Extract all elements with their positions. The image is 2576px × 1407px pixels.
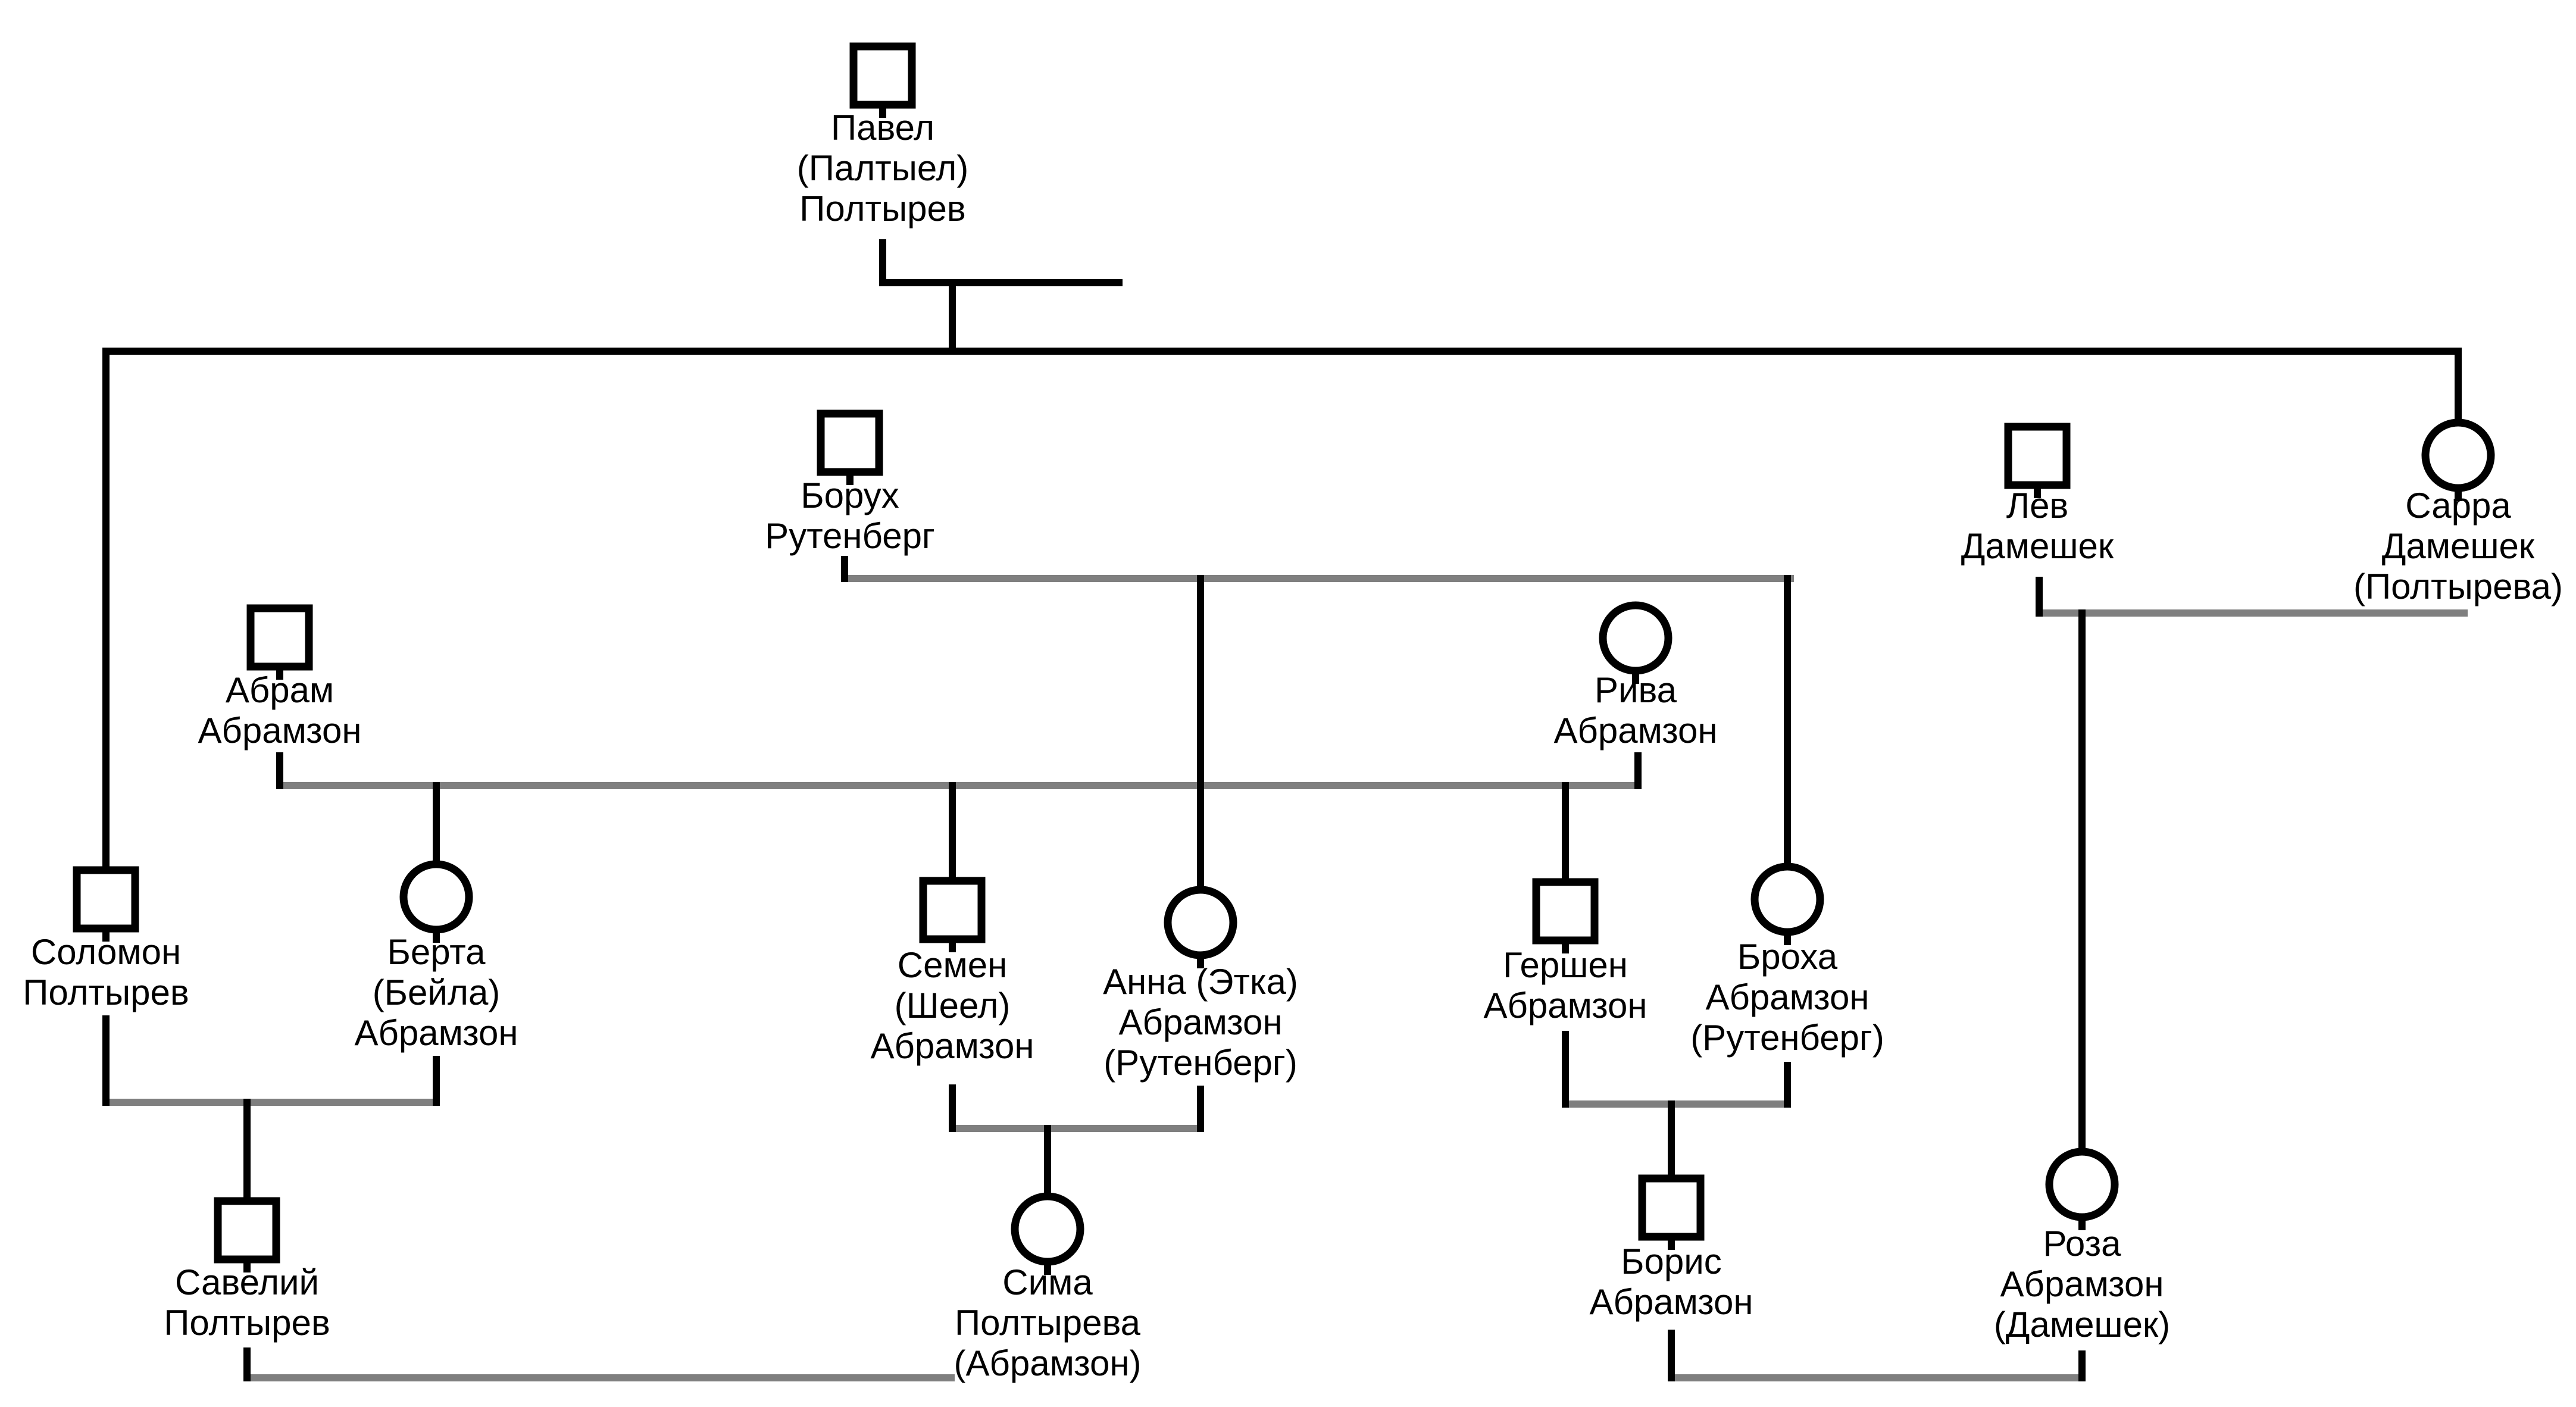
person-name-line: Полтырев xyxy=(23,973,189,1012)
person-name-line: Рива xyxy=(1595,670,1677,710)
person-name-line: Семен xyxy=(898,945,1007,985)
person-name-line: Берта xyxy=(387,932,486,972)
person-name-line: Лев xyxy=(2006,486,2069,526)
people: Павел(Палтыел)ПолтыревСоломонПолтыревСар… xyxy=(23,42,2563,1383)
female-circle-icon xyxy=(1599,601,1672,675)
male-square-icon xyxy=(919,877,986,943)
female-circle-icon xyxy=(2045,1148,2119,1221)
person-name-line: (Рутенберг) xyxy=(1103,1043,1298,1083)
male-square-icon xyxy=(849,42,916,109)
union-lines xyxy=(102,575,2468,1381)
male-square-icon xyxy=(1638,1174,1705,1241)
person-name-line: Савелий xyxy=(175,1262,319,1302)
person-name-line: Абрамзон xyxy=(1118,1002,1282,1042)
person-semen: Семен(Шеел)Абрамзон xyxy=(870,877,1034,1066)
person-berta: Берта(Бейла)Абрамзон xyxy=(354,860,518,1053)
person-name-line: Броха xyxy=(1737,937,1838,977)
person-name-line: Абрамзон xyxy=(1705,977,1869,1017)
person-name-line: Абрамзон xyxy=(198,711,361,751)
person-name-line: Полтырев xyxy=(164,1303,330,1343)
male-square-icon xyxy=(2004,423,2071,489)
person-name-line: Соломон xyxy=(31,932,181,972)
person-name-line: Павел xyxy=(831,108,934,148)
female-circle-icon xyxy=(1011,1192,1084,1266)
person-name-line: Полтырева xyxy=(955,1303,1141,1343)
person-name-line: (Полтырева) xyxy=(2353,567,2563,606)
person-name-line: (Бейла) xyxy=(373,973,501,1012)
male-square-icon xyxy=(214,1197,280,1264)
person-name-line: Абрамзон xyxy=(354,1013,518,1053)
person-name-line: Борис xyxy=(1621,1242,1722,1281)
person-pavel: Павел(Палтыел)Полтырев xyxy=(797,42,968,229)
person-name-line: (Палтыел) xyxy=(797,148,968,188)
person-name-line: (Шеел) xyxy=(895,986,1011,1025)
female-circle-icon xyxy=(1164,886,1237,959)
person-name-line: Абрамзон xyxy=(870,1026,1034,1066)
person-anna: Анна (Этка)Абрамзон(Рутенберг) xyxy=(1103,886,1298,1083)
person-name-line: Роза xyxy=(2043,1224,2122,1264)
person-name-line: Полтырев xyxy=(799,189,965,229)
person-name-line: Сима xyxy=(1002,1262,1093,1302)
person-name-line: Абрамзон xyxy=(1483,986,1647,1025)
person-name-line: Сарра xyxy=(2405,486,2511,526)
person-name-line: Рутенберг xyxy=(765,516,935,556)
person-name-line: Абрам xyxy=(226,670,334,710)
person-name-line: Гершен xyxy=(1503,945,1628,985)
descent-lines xyxy=(102,239,2462,1381)
male-square-icon xyxy=(246,604,313,671)
person-name-line: (Дамешек) xyxy=(1994,1305,2170,1345)
person-name-line: Борух xyxy=(801,476,899,515)
female-circle-icon xyxy=(1750,862,1824,936)
male-square-icon xyxy=(73,866,139,933)
male-square-icon xyxy=(817,409,883,476)
person-name-line: Абрамзон xyxy=(2000,1264,2164,1304)
person-name-line: (Абрамзон) xyxy=(954,1343,1142,1383)
person-name-line: Дамешек xyxy=(1961,526,2114,566)
person-name-line: Абрамзон xyxy=(1553,711,1717,751)
person-name-line: Анна (Этка) xyxy=(1103,962,1298,1002)
person-name-line: Дамешек xyxy=(2382,526,2535,566)
female-circle-icon xyxy=(399,860,473,934)
person-name-line: Абрамзон xyxy=(1589,1282,1753,1322)
female-circle-icon xyxy=(2421,418,2495,492)
person-name-line: (Рутенберг) xyxy=(1690,1018,1884,1058)
male-square-icon xyxy=(1532,878,1599,945)
